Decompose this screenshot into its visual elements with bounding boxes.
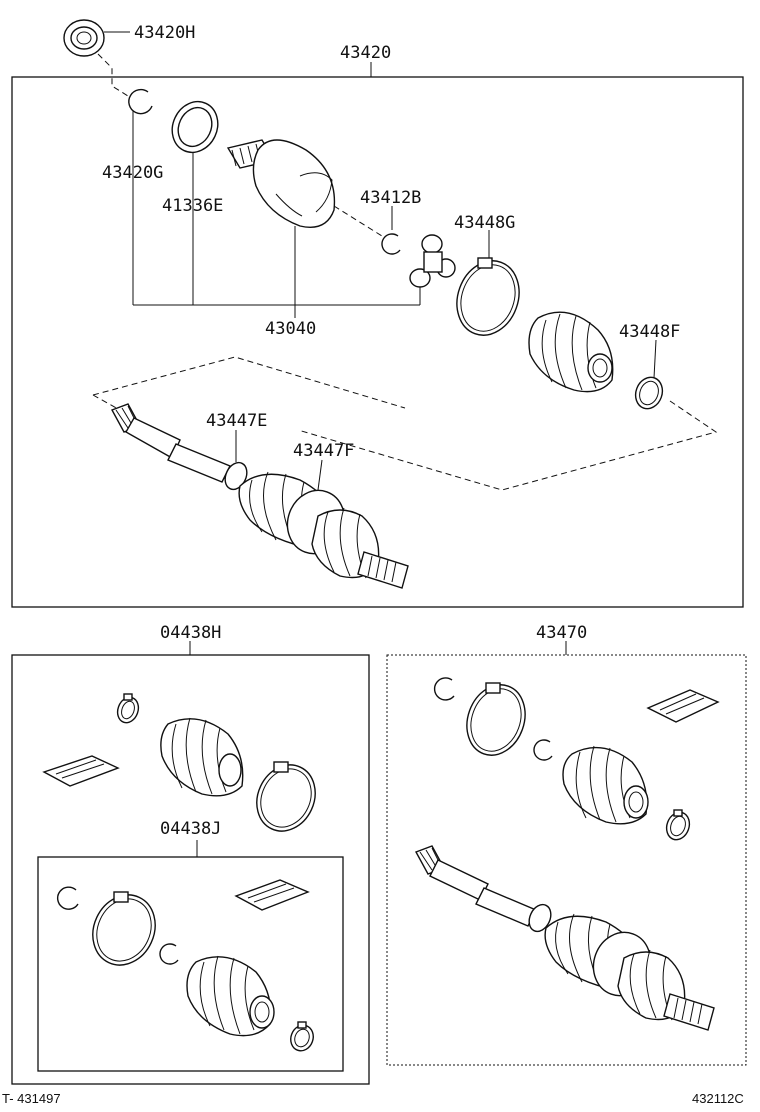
drive-shaft-main[interactable]: [110, 403, 409, 589]
shaft-43470-drive-shaft[interactable]: [414, 845, 715, 1031]
footer-left-code: T- 431497: [2, 1091, 61, 1106]
seal-41336e[interactable]: [164, 94, 226, 305]
kit-04438j-small-clamp[interactable]: [287, 1021, 317, 1054]
label-43412b: 43412B: [360, 188, 421, 208]
label-43040: 43040: [265, 319, 316, 339]
kit-04438j-small-snap-ring[interactable]: [159, 943, 179, 965]
snap-ring-43420g[interactable]: [128, 88, 153, 305]
kit-04438h-small-clamp[interactable]: [114, 693, 142, 726]
shaft-43470-large-clamp[interactable]: [457, 677, 534, 764]
shaft-43470-snap-ring[interactable]: [433, 677, 455, 701]
label-43420h: 43420H: [134, 23, 195, 43]
kit-04438h-frame: [11, 641, 370, 1085]
kit-04438h-boot[interactable]: [160, 717, 244, 797]
kit-04438j-large-clamp[interactable]: [82, 885, 167, 976]
shaft-43470-frame: [386, 641, 747, 1066]
label-43447e: 43447E: [206, 411, 267, 431]
kit-04438h-grease-pack[interactable]: [42, 755, 120, 787]
shaft-43470-boot[interactable]: [562, 745, 649, 825]
shaft-43470-small-snap-ring[interactable]: [533, 739, 553, 761]
label-04438h: 04438H: [160, 623, 221, 643]
label-43470: 43470: [536, 623, 587, 643]
assembly-dashed-outline: [92, 356, 718, 491]
shaft-43470-small-clamp[interactable]: [663, 809, 693, 843]
kit-04438j-boot[interactable]: [186, 955, 275, 1037]
kit-04438j-snap-ring[interactable]: [57, 886, 79, 910]
snap-ring-43412b[interactable]: [381, 206, 401, 255]
inboard-boot[interactable]: [528, 311, 614, 393]
joint-housing-43040[interactable]: [226, 139, 383, 305]
shaft-43470-grease-pack[interactable]: [646, 689, 720, 723]
label-43420: 43420: [340, 43, 391, 63]
tripod-joint[interactable]: [409, 234, 456, 305]
kit-04438j-frame: [37, 840, 344, 1072]
label-43448g: 43448G: [454, 213, 515, 233]
oil-seal-43420h[interactable]: [63, 19, 130, 97]
boot-clamp-43448g[interactable]: [447, 230, 529, 344]
label-43448f: 43448F: [619, 322, 680, 342]
label-41336e: 41336E: [162, 196, 223, 216]
footer-right-code: 432112C: [692, 1091, 744, 1106]
label-43447f: 43447F: [293, 441, 354, 461]
kit-04438h-large-clamp[interactable]: [246, 755, 325, 840]
main-assembly-frame: [11, 62, 744, 608]
small-boot-clamp-43448f[interactable]: [631, 339, 666, 412]
label-04438j: 04438J: [160, 819, 221, 839]
label-43420g: 43420G: [102, 163, 163, 183]
kit-04438j-grease-pack[interactable]: [234, 879, 310, 911]
